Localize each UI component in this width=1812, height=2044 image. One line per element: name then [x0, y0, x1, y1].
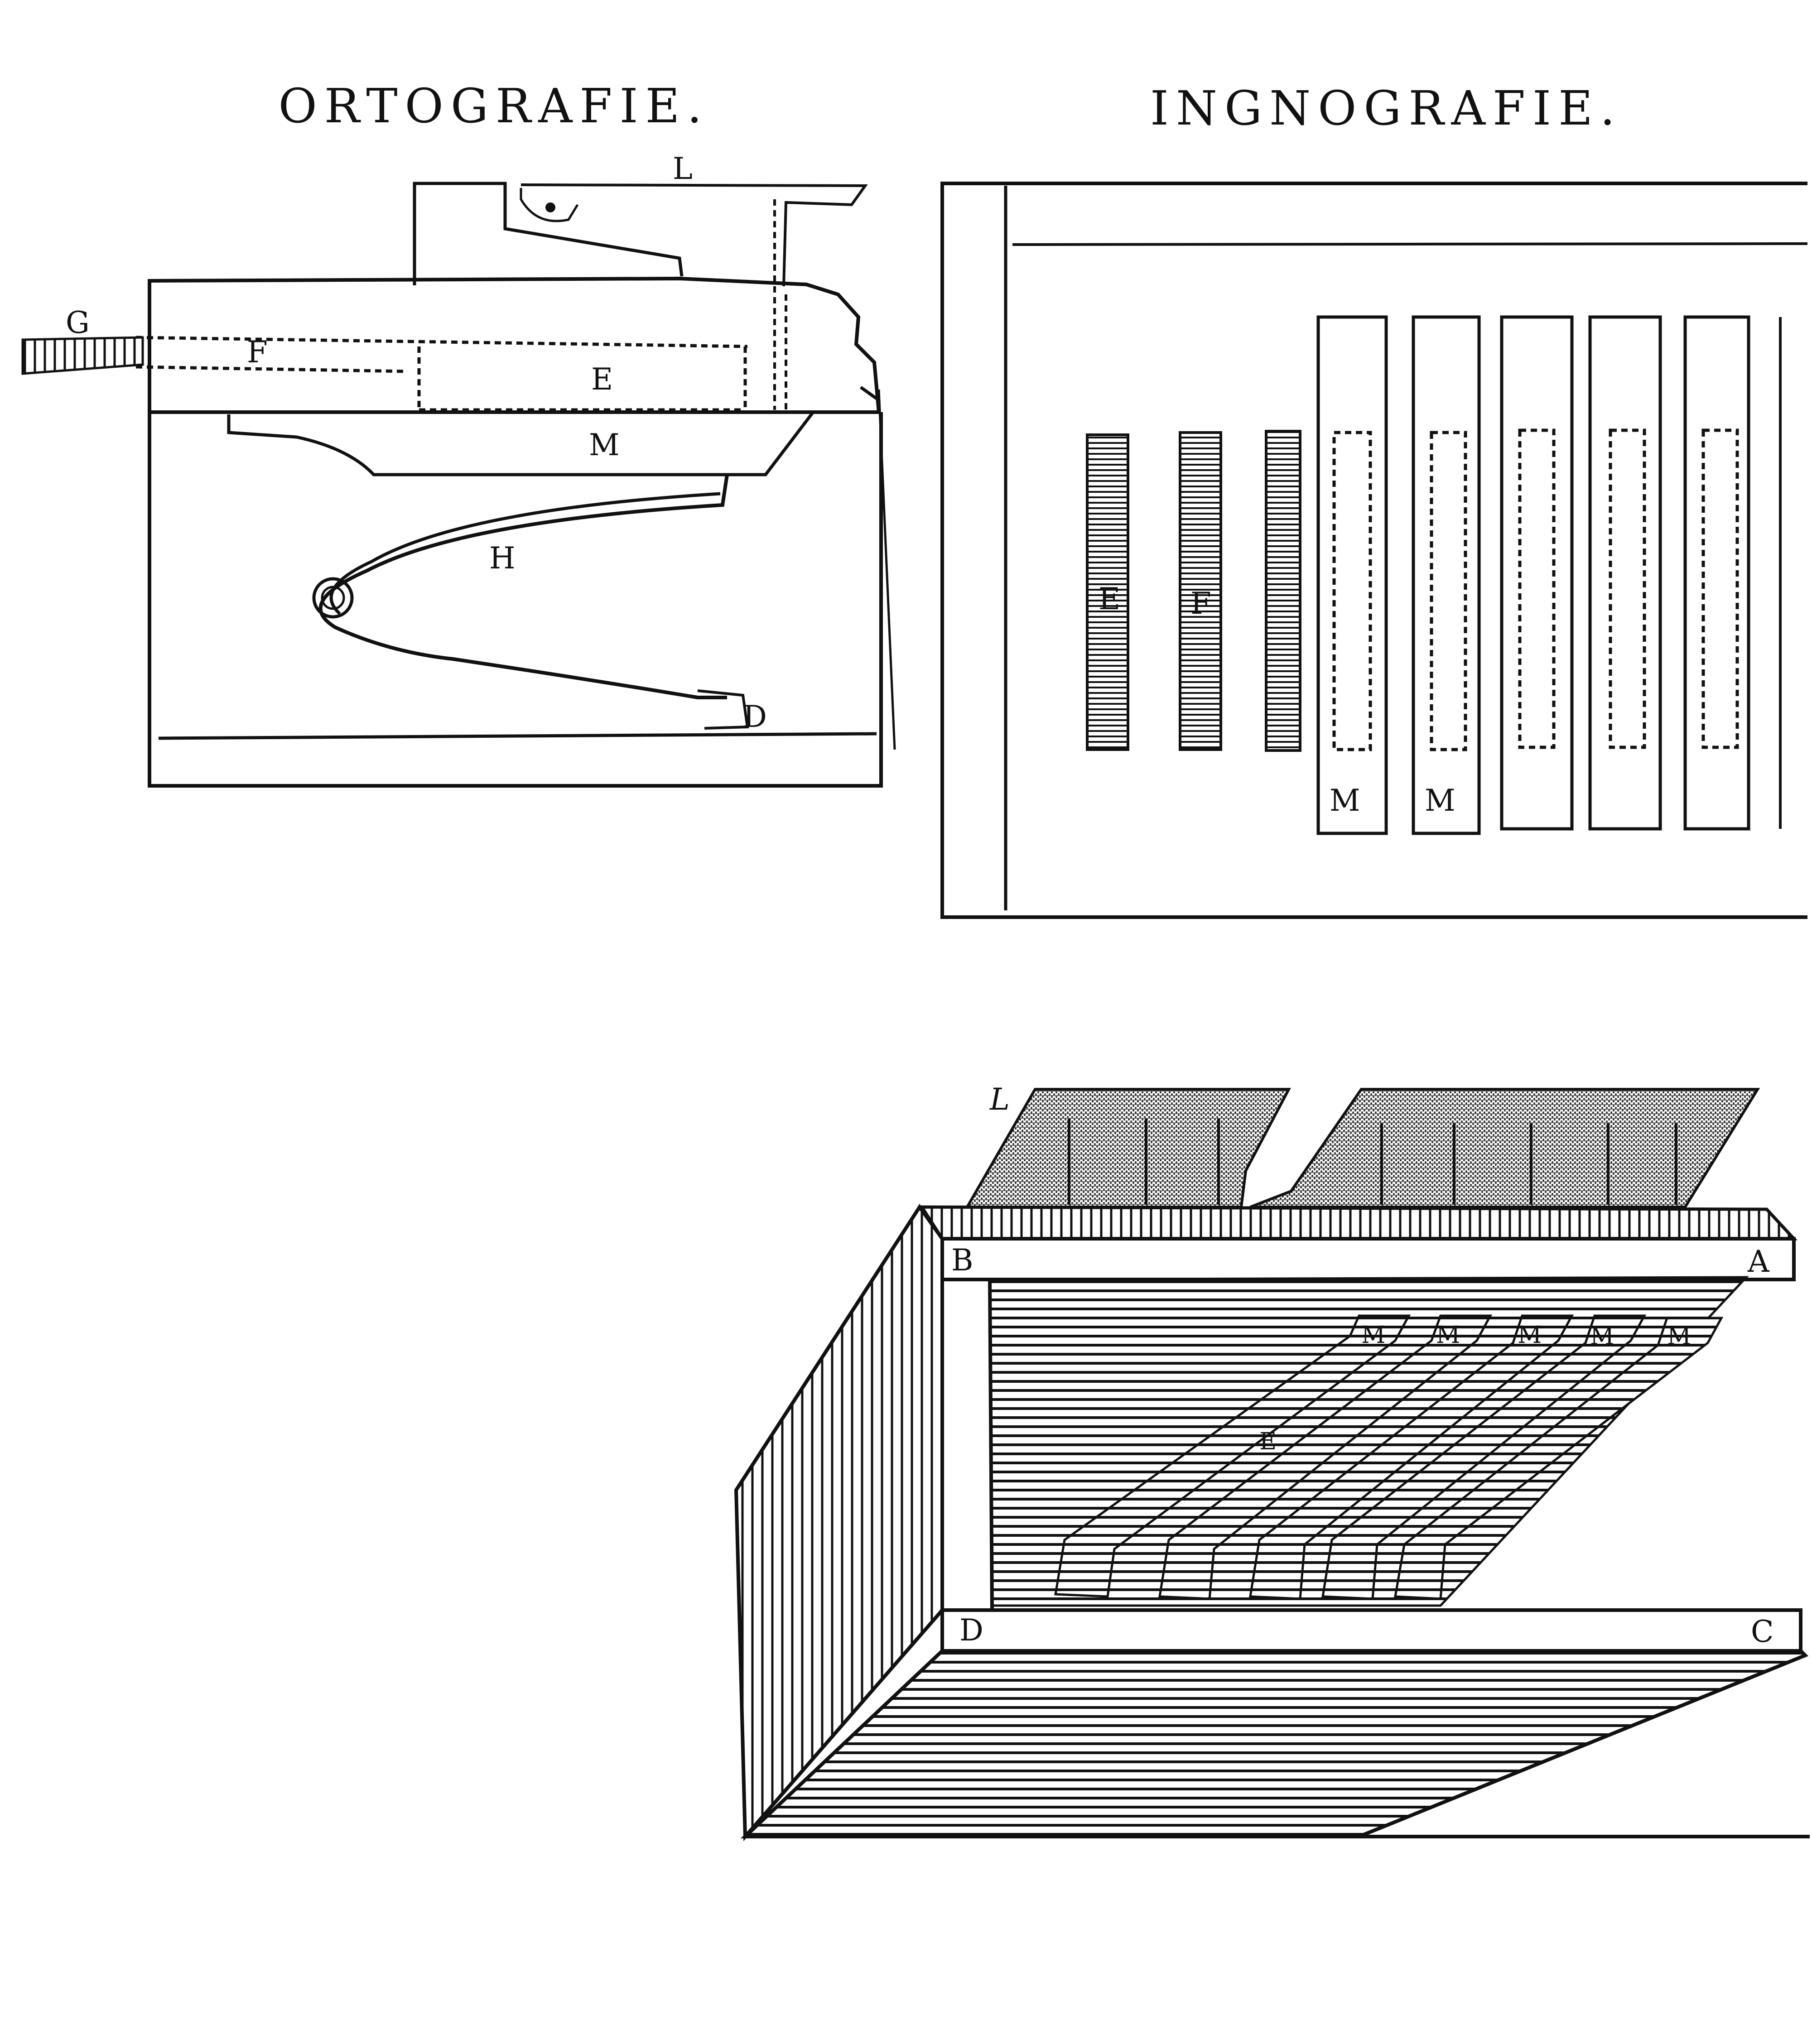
ortho-spring-h	[318, 474, 729, 699]
ortho-title: ORTOGRAFIE.	[278, 78, 709, 134]
persp-label-a: A	[1747, 1244, 1770, 1279]
ichno-slider-3	[1265, 430, 1301, 752]
persp-rack-right	[1249, 1088, 1760, 1208]
ortho-right-edge	[877, 389, 896, 750]
ichno-pallet-4	[1588, 315, 1662, 831]
ortho-label-d: D	[743, 699, 767, 734]
ichno-label-m2: M	[1425, 783, 1455, 818]
ortho-spring-coil	[312, 577, 354, 619]
ichno-frame	[940, 182, 1807, 919]
ortho-pallet-m	[227, 411, 814, 476]
persp-label-l: L	[989, 1082, 1010, 1117]
persp-left-post	[940, 1278, 994, 1612]
persp-pallets	[1054, 1314, 1724, 1600]
ortho-label-g: G	[66, 305, 90, 340]
ortho-label-l: L	[673, 151, 693, 186]
persp-top-rail	[919, 1205, 1798, 1241]
ortho-figure: ORTOGRAFIE. L G F E M H D	[21, 78, 896, 788]
persp-rack-left	[964, 1088, 1291, 1208]
persp-left-wall	[734, 1203, 944, 1842]
persp-beam-dc	[940, 1608, 1802, 1653]
persp-floor	[740, 1649, 1809, 1838]
ortho-label-m: M	[589, 428, 620, 462]
ichno-pallet-1	[1316, 315, 1388, 835]
ichno-slider-1	[1086, 433, 1129, 751]
ortho-label-f: F	[247, 335, 268, 370]
persp-label-m-2: M	[1436, 1322, 1460, 1349]
persp-label-d: D	[959, 1613, 983, 1648]
persp-label-m-4: M	[1590, 1323, 1614, 1350]
ichno-title: INGNOGRAFIE.	[1150, 81, 1622, 136]
ortho-pipe-g	[21, 336, 144, 375]
ortho-lever-l	[520, 183, 868, 287]
persp-pallet-4	[1321, 1314, 1647, 1600]
persp-pallet-1	[1054, 1314, 1411, 1598]
persp-label-m-5: M	[1667, 1323, 1691, 1350]
ortho-floor-line	[158, 732, 877, 740]
persp-label-c: C	[1751, 1614, 1774, 1649]
ichno-label-e: E	[1099, 582, 1120, 616]
persp-label-m-3: M	[1518, 1322, 1542, 1349]
ichno-pallet-3	[1500, 315, 1574, 831]
ichno-pallet-2	[1412, 315, 1481, 835]
ortho-frame	[148, 412, 883, 788]
ichno-top-line	[1012, 242, 1808, 246]
ichno-label-m1: M	[1330, 783, 1360, 818]
ortho-pivot-pin	[545, 202, 555, 212]
persp-label-e: E	[1259, 1428, 1277, 1455]
ortho-edge	[859, 386, 878, 400]
persp-rack-sticks	[1068, 1119, 1677, 1205]
persp-beam-ba	[940, 1237, 1796, 1281]
ortho-spring-h-inner	[329, 492, 721, 615]
ichno-pallet-5	[1683, 315, 1750, 831]
persp-pallet-5	[1394, 1317, 1724, 1600]
ichno-label-f: F	[1190, 586, 1211, 621]
ortho-pivot	[520, 188, 579, 222]
persp-label-b: B	[951, 1243, 973, 1278]
perspective-figure: L B A D C E M M M M M	[734, 1082, 1810, 1842]
ortho-label-h: H	[489, 541, 516, 576]
ortho-label-e: E	[591, 362, 613, 397]
persp-pallet-2	[1158, 1314, 1493, 1600]
ortho-channel-f	[135, 336, 748, 412]
persp-pallet-3	[1249, 1314, 1574, 1600]
ortho-windchest	[148, 276, 881, 414]
ichno-slider-2	[1179, 431, 1222, 751]
ortho-catch-d	[697, 689, 749, 730]
ortho-spring-coil-inner	[321, 586, 345, 610]
persp-label-m-1: M	[1361, 1322, 1385, 1349]
ortho-top-block	[413, 182, 684, 285]
ichno-figure: INGNOGRAFIE. E F M	[940, 81, 1808, 919]
